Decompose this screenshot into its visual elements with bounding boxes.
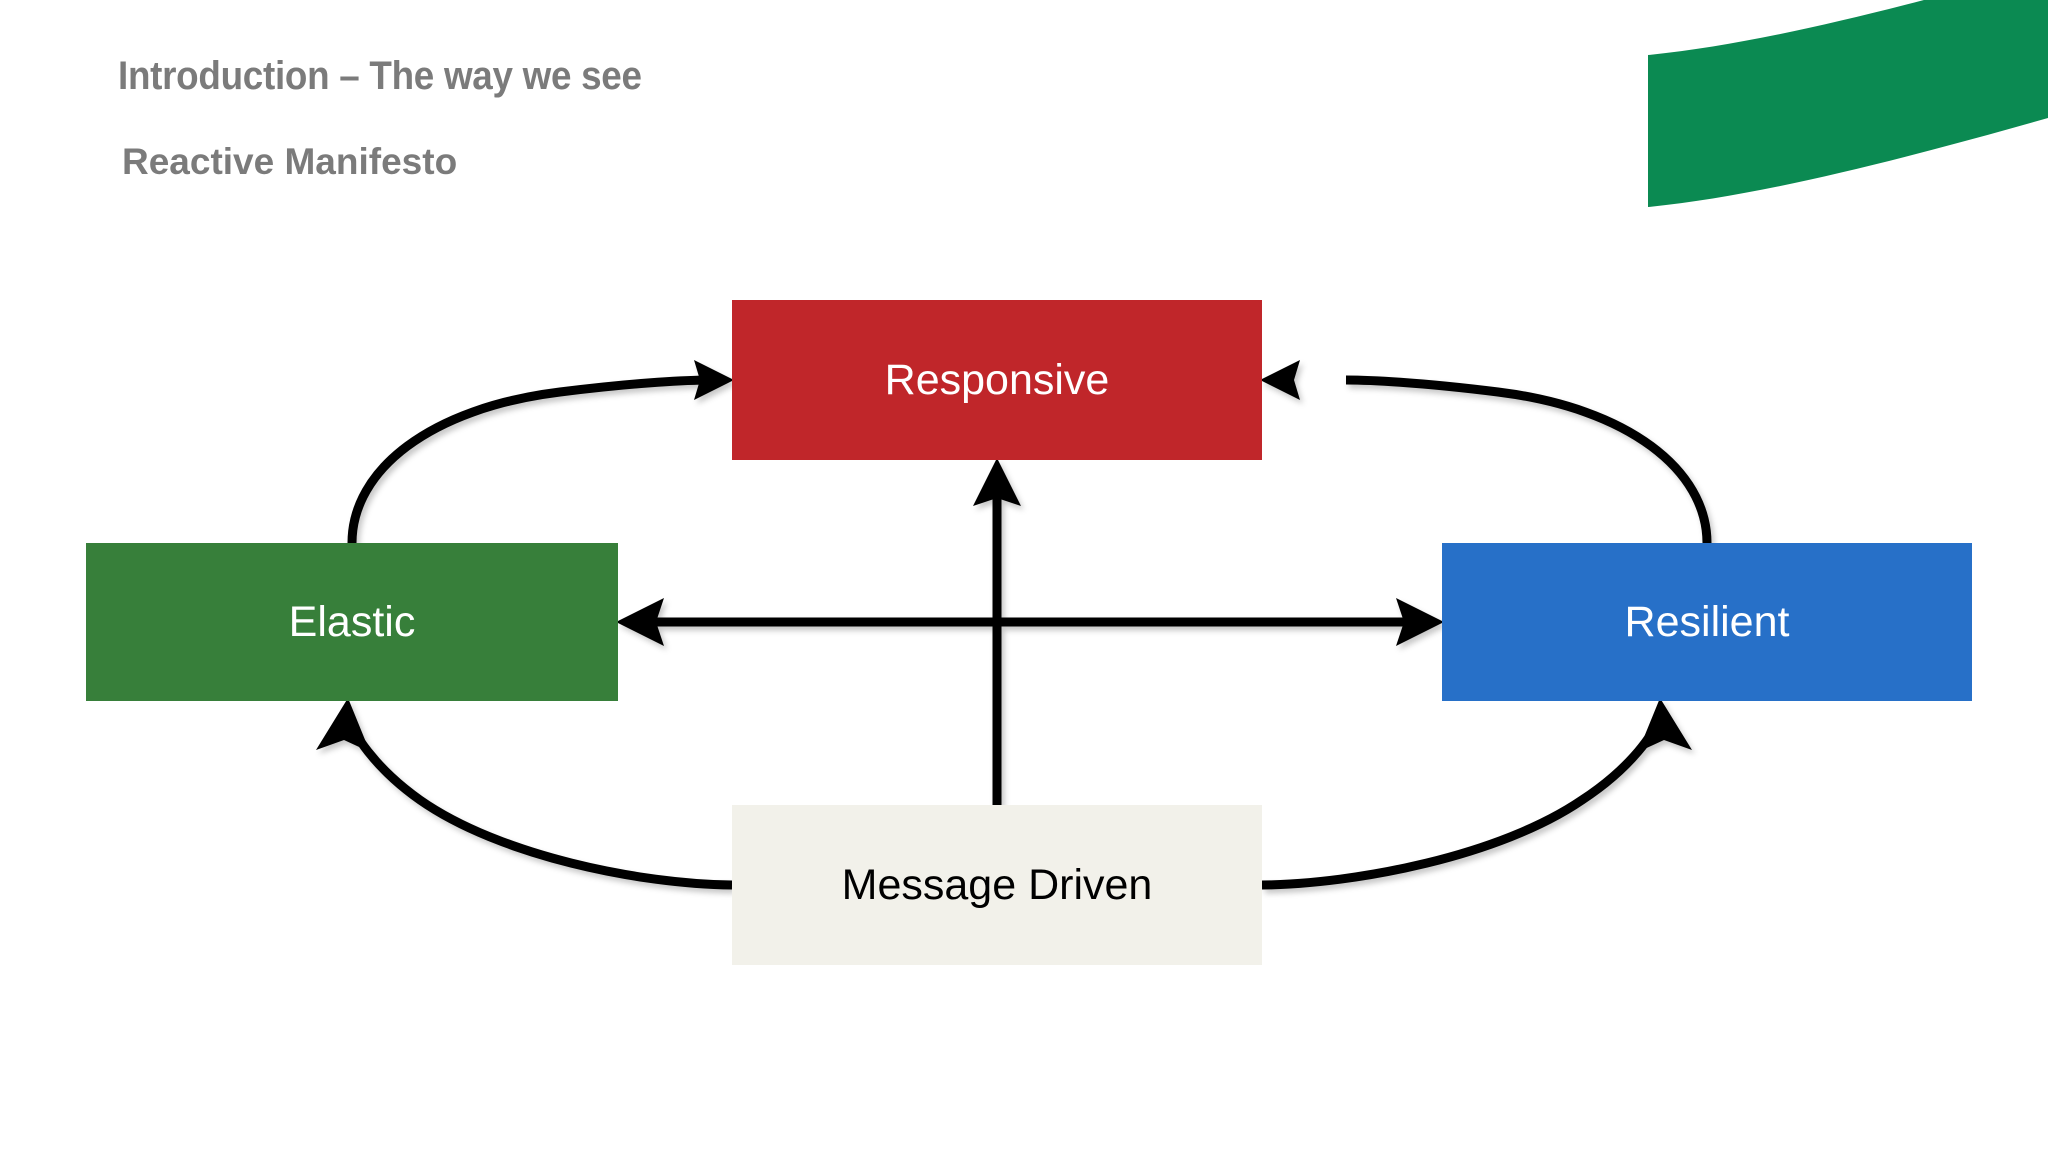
arrowhead-resilient-to-responsive <box>1260 360 1300 400</box>
title-block: Introduction – The way we see Reactive M… <box>0 50 1100 184</box>
arrowhead-message-driven-to-elastic <box>316 698 370 752</box>
edge-resilient-to-responsive <box>1345 375 1712 544</box>
edge-message-driven-to-resilient <box>1261 722 1661 890</box>
edge-message-driven-to-elastic <box>347 723 733 890</box>
diagram-node-elastic[interactable]: Elastic <box>86 543 618 701</box>
edge-elastic-to-responsive <box>347 375 713 544</box>
diagram-node-message-driven[interactable]: Message Driven <box>732 805 1262 965</box>
arrowhead-to-resilient <box>1396 598 1444 646</box>
diagram-node-resilient[interactable]: Resilient <box>1442 543 1972 701</box>
diagram-node-message-driven-label: Message Driven <box>841 860 1153 909</box>
diagram-node-resilient-label: Resilient <box>1624 597 1790 646</box>
diagram-node-responsive[interactable]: Responsive <box>732 300 1262 460</box>
diagram-node-elastic-label: Elastic <box>288 597 416 646</box>
arrowhead-elastic-to-responsive <box>694 360 734 400</box>
diagram-node-responsive-label: Responsive <box>884 355 1110 404</box>
arrowhead-message-driven-to-resilient <box>1638 698 1692 752</box>
arrowhead-message-driven-to-responsive <box>973 458 1021 506</box>
page-title-line-1: Introduction – The way we see <box>118 54 642 98</box>
page-title-line-2: Reactive Manifesto <box>122 141 458 182</box>
arrowhead-to-elastic <box>616 598 664 646</box>
